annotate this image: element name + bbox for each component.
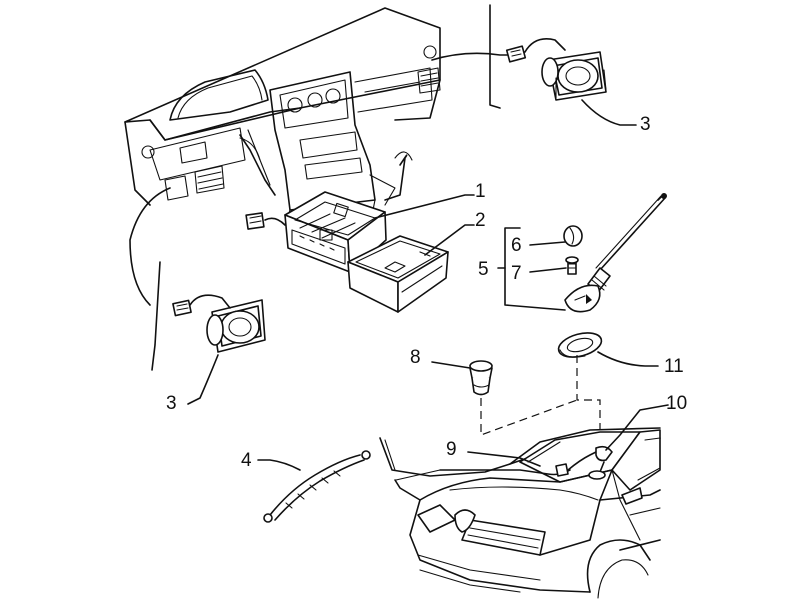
callout-10: 10 <box>666 393 687 414</box>
routing-dash-b <box>480 398 578 436</box>
callout-7: 7 <box>511 263 522 284</box>
callout-6: 6 <box>511 235 522 256</box>
callout-9: 9 <box>446 439 457 460</box>
right-speaker-wire <box>431 52 511 61</box>
callout-3-right-speaker: 3 <box>640 114 651 135</box>
speaker-cable <box>263 450 371 523</box>
callout-1: 1 <box>475 181 486 202</box>
radio-housing <box>245 191 387 273</box>
dashboard <box>124 7 441 226</box>
routing-dash-a <box>576 355 601 430</box>
leader-lines <box>187 99 669 471</box>
callout-2: 2 <box>475 210 486 231</box>
antenna-assembly <box>563 193 667 313</box>
antenna-gasket <box>557 332 603 358</box>
right-speaker <box>505 38 607 101</box>
storage-pocket <box>347 235 449 313</box>
leader-bracket-left <box>151 261 161 371</box>
callout-8: 8 <box>410 347 421 368</box>
callout-3-left-speaker: 3 <box>166 393 177 414</box>
leader-bracket-right <box>489 4 501 109</box>
left-speaker <box>172 294 266 353</box>
cable-grommet <box>469 360 493 396</box>
callout-11: 11 <box>664 356 684 377</box>
callout-5: 5 <box>478 259 489 280</box>
car-body <box>379 427 661 599</box>
left-speaker-wire <box>129 187 171 306</box>
bracket-5 <box>504 227 566 311</box>
callout-4: 4 <box>241 450 252 471</box>
